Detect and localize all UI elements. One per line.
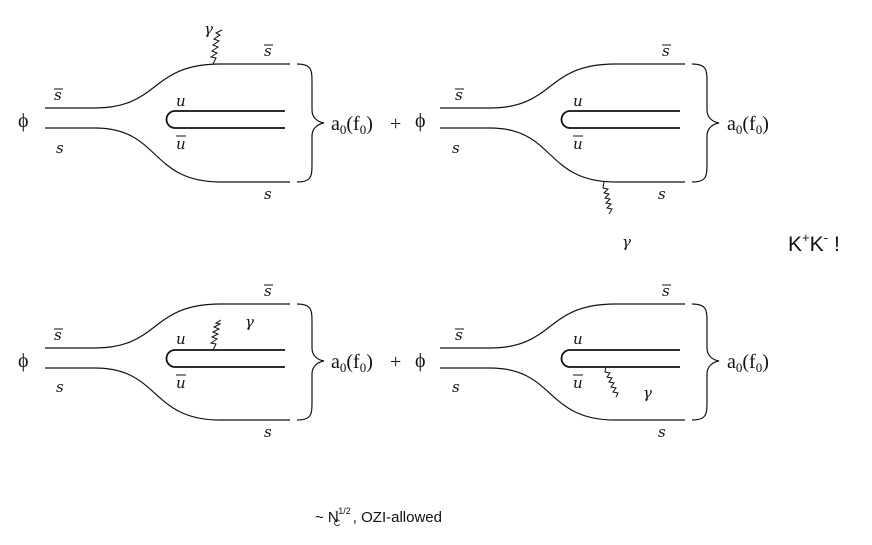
result-label: a0(f0) — [727, 351, 769, 375]
sbar-label: s — [264, 282, 272, 300]
s-quark-line — [440, 367, 685, 421]
footer-text: ~ NC-1/2, OZI-allowed — [315, 506, 442, 528]
photon-wavy-line — [602, 181, 613, 215]
sbar-label: s — [264, 42, 272, 60]
phi-label: ϕ — [18, 350, 29, 372]
diagram-3: ϕ s s s s u u γ a0(f0) + — [18, 282, 401, 441]
sbar-label: s — [54, 326, 62, 344]
sbar-quark-line — [440, 303, 685, 349]
sbar-quark-line — [45, 303, 290, 349]
diagram-4: ϕ s s s s u u γ a0(f0) — [415, 282, 769, 441]
ubar-label: u — [176, 135, 186, 153]
u-label: u — [176, 330, 186, 348]
s-label: s — [264, 423, 272, 441]
phi-label: ϕ — [415, 110, 426, 132]
s-quark-line — [45, 127, 290, 183]
u-label: u — [573, 92, 583, 110]
phi-label: ϕ — [18, 110, 29, 132]
gamma-label: γ — [643, 384, 652, 402]
s-quark-line — [440, 127, 685, 183]
result-label: a0(f0) — [727, 113, 769, 137]
gamma-label: γ — [622, 233, 631, 251]
u-label: u — [573, 330, 583, 348]
sbar-label: s — [662, 282, 670, 300]
plus-sign: + — [390, 351, 401, 373]
s-quark-line — [45, 367, 290, 421]
u-ubar-loop — [165, 110, 285, 129]
result-label: a0(f0) — [331, 351, 373, 375]
s-label: s — [452, 378, 460, 396]
s-label: s — [658, 423, 666, 441]
sbar-label: s — [455, 86, 463, 104]
photon-wavy-line — [604, 366, 619, 398]
s-label: s — [56, 139, 64, 157]
sbar-label: s — [54, 86, 62, 104]
u-ubar-loop — [560, 110, 680, 129]
sbar-label: s — [662, 42, 670, 60]
u-label: u — [176, 92, 186, 110]
u-ubar-loop — [560, 349, 680, 368]
bracket — [691, 303, 720, 421]
s-label: s — [452, 139, 460, 157]
bracket — [296, 303, 325, 421]
photon-wavy-line — [209, 319, 222, 351]
ubar-label: u — [573, 374, 583, 392]
result-label: a0(f0) — [331, 113, 373, 137]
ubar-label: u — [176, 374, 186, 392]
kk-label: K+K-! — [788, 230, 840, 256]
gamma-label: γ — [204, 20, 213, 38]
bracket — [691, 63, 720, 183]
s-label: s — [264, 185, 272, 203]
s-label: s — [658, 185, 666, 203]
gamma-label: γ — [245, 313, 254, 331]
sbar-quark-line — [440, 63, 685, 109]
diagram-2: ϕ s s s s u u γ a0(f0) — [415, 42, 769, 251]
bracket — [296, 63, 325, 183]
photon-wavy-line — [209, 29, 223, 65]
sbar-quark-line — [45, 63, 290, 109]
plus-sign: + — [390, 113, 401, 135]
u-ubar-loop — [165, 349, 285, 368]
sbar-label: s — [455, 326, 463, 344]
diagram-1: ϕ s s s s u u γ a0(f0) + — [18, 20, 401, 203]
s-label: s — [56, 378, 64, 396]
phi-label: ϕ — [415, 350, 426, 372]
ubar-label: u — [573, 135, 583, 153]
